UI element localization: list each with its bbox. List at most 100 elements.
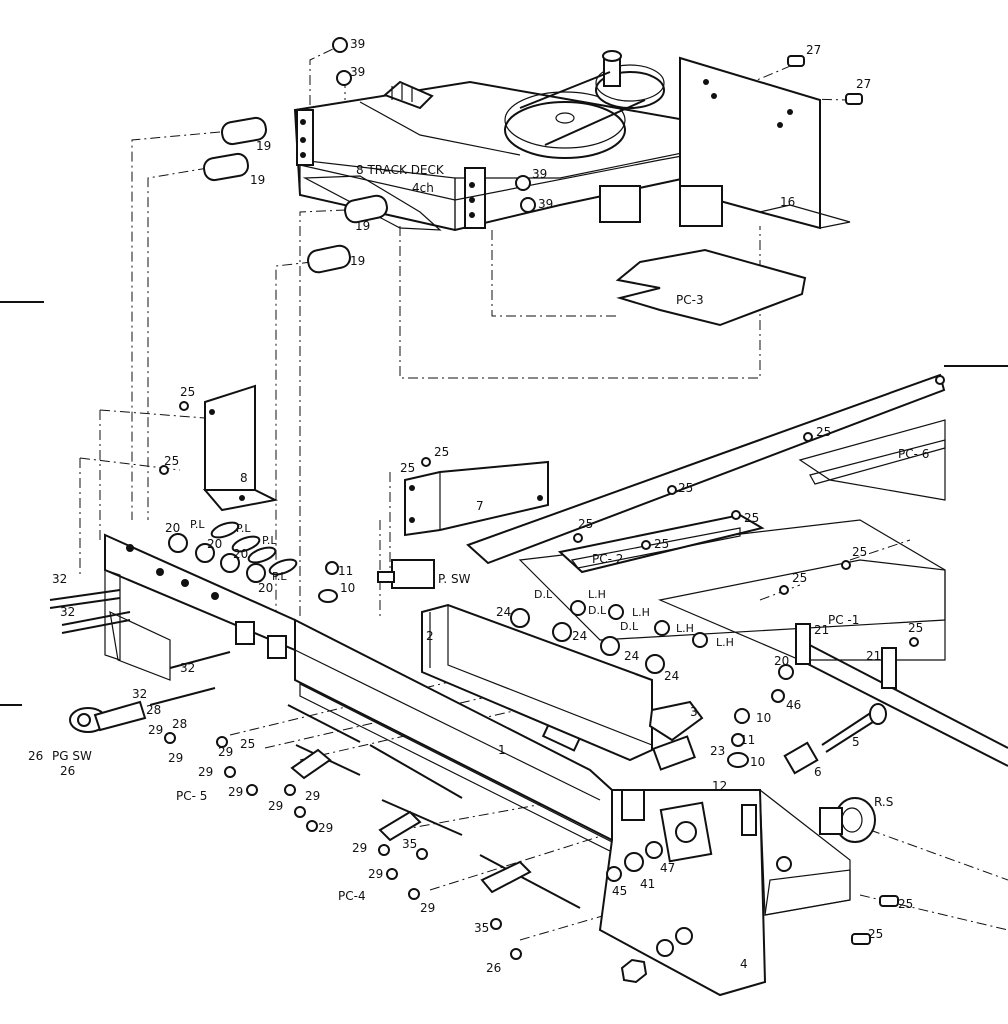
- part-20-a: 20: [165, 521, 180, 535]
- part-29-c: 29: [218, 745, 233, 759]
- dl-label-c: D.L: [620, 620, 639, 633]
- pg-switch: PG SW 26 26: [28, 700, 147, 778]
- part-29-d: 29: [198, 765, 213, 779]
- part-3: 3: [690, 705, 698, 719]
- part-20-b: 20: [207, 537, 222, 551]
- push-rods: PC- 5 PC-4: [176, 704, 581, 909]
- dl-label-b: D.L: [588, 604, 607, 617]
- pc-1-assembly: PC -1 21 21 20: [657, 559, 1008, 767]
- right-fasteners: 5 6 3 23 12 11 10 10 46: [648, 689, 887, 793]
- left-screws: 29 29 29 29 29 29 29 29 29 29 29 28 28 2…: [146, 703, 501, 975]
- screws-25: 25 25 25 25 25 25 25 25 25 25 25 25: [159, 375, 945, 647]
- part-29-g: 29: [305, 789, 320, 803]
- part-25-i: 25: [816, 425, 831, 439]
- part-24-a: 24: [496, 605, 511, 619]
- pc-2-label: PC- 2: [592, 552, 623, 566]
- part-35-b: 35: [474, 921, 489, 935]
- part-39-b: 39: [350, 65, 365, 79]
- part-24-d: 24: [664, 669, 679, 683]
- part-4: 4: [740, 957, 748, 971]
- part-25-k: 25: [792, 571, 807, 585]
- part-12: 12: [712, 779, 727, 793]
- part-25-j: 25: [852, 545, 867, 559]
- screw-glyphs: [164, 732, 522, 960]
- pc-6-label: PC- 6: [898, 447, 929, 461]
- part-10-c: 10: [756, 711, 771, 725]
- top-plate: PC- 2 PC- 6: [466, 373, 946, 641]
- top-hardware: 39 39 39 39 27 27: [332, 37, 871, 213]
- shafts-32: 32 32 32 32: [49, 572, 231, 706]
- part-39-d: 39: [538, 197, 553, 211]
- part-23: 23: [710, 744, 725, 758]
- meter-bracket-2: 2: [421, 603, 653, 762]
- part-10-b: 10: [750, 755, 765, 769]
- part-26-a: 26: [28, 749, 43, 763]
- part-24-b: 24: [572, 629, 587, 643]
- part-25-n: 25: [240, 737, 255, 751]
- lh-label-c: L.H: [676, 622, 694, 635]
- part-27-b: 27: [856, 77, 871, 91]
- part-26-c: 26: [486, 961, 501, 975]
- part-20-c: 20: [233, 547, 248, 561]
- part-29-e: 29: [228, 785, 243, 799]
- part-41: 41: [640, 877, 655, 891]
- pc-1-label: PC -1: [828, 613, 859, 627]
- part-26-b: 26: [60, 764, 75, 778]
- part-46: 46: [786, 698, 801, 712]
- part-5: 5: [852, 735, 860, 749]
- part-11-a: 11: [338, 564, 353, 578]
- part-32-b: 32: [60, 605, 75, 619]
- bracket-7: 7: [404, 460, 549, 537]
- part-25-b: 25: [164, 454, 179, 468]
- part-11-b: 11: [740, 733, 755, 747]
- part-29-h: 29: [318, 821, 333, 835]
- part-32-a: 32: [52, 572, 67, 586]
- part-25-a: 25: [180, 385, 195, 399]
- part-21-b: 21: [866, 649, 881, 663]
- part-45: 45: [612, 884, 627, 898]
- part-25-g: 25: [678, 481, 693, 495]
- part-19-d: 19: [350, 254, 365, 268]
- pl-label-b: P.L: [236, 522, 251, 535]
- margin-marks: [0, 301, 1008, 706]
- p-sw-label: P. SW: [438, 572, 471, 586]
- four-ch-label: 4ch: [412, 181, 434, 195]
- part-16: 16: [780, 195, 795, 209]
- part-20-d: 20: [258, 581, 273, 595]
- part-25-f: 25: [654, 537, 669, 551]
- part-29-b: 29: [168, 751, 183, 765]
- part-39-c: 39: [532, 167, 547, 181]
- rs-connector: R.S 25 25: [776, 795, 913, 945]
- part-24-c: 24: [624, 649, 639, 663]
- part-25-c: 25: [400, 461, 415, 475]
- pg-sw-label: PG SW: [52, 749, 92, 763]
- part-7: 7: [476, 499, 484, 513]
- part-2: 2: [426, 629, 434, 643]
- part-28-a: 28: [172, 717, 187, 731]
- part-29-j: 29: [368, 867, 383, 881]
- part-47: 47: [660, 861, 675, 875]
- pilot-lamps: 20 20 20 20 P.L P.L P.L P.L: [165, 518, 298, 595]
- part-19-a: 19: [256, 139, 271, 153]
- pl-label-c: P.L: [262, 534, 277, 547]
- pc-3-label: PC-3: [676, 293, 704, 307]
- pl-label-a: P.L: [190, 518, 205, 531]
- part-25-e: 25: [578, 517, 593, 531]
- part-25-h: 25: [744, 511, 759, 525]
- part-28-b: 28: [146, 703, 161, 717]
- pc-4-label: PC-4: [338, 889, 366, 903]
- lamp-row: 24 24 24 24 D.L D.L D.L L.H L.H L.H L.H: [496, 588, 734, 683]
- part-21-a: 21: [814, 623, 829, 637]
- pc-5-label: PC- 5: [176, 789, 207, 803]
- part-19-b: 19: [250, 173, 265, 187]
- part-10-a: 10: [340, 581, 355, 595]
- part-25-d: 25: [434, 445, 449, 459]
- eight-track-deck: 8 TRACK DECK 4ch 16: [293, 50, 851, 232]
- lh-label-a: L.H: [588, 588, 606, 601]
- lh-label-d: L.H: [716, 636, 734, 649]
- front-chassis-4: 4 45 41 47: [598, 788, 851, 997]
- rs-label: R.S: [874, 795, 893, 809]
- track-deck-label: 8 TRACK DECK: [356, 163, 445, 177]
- bracket-8: 8: [202, 384, 279, 512]
